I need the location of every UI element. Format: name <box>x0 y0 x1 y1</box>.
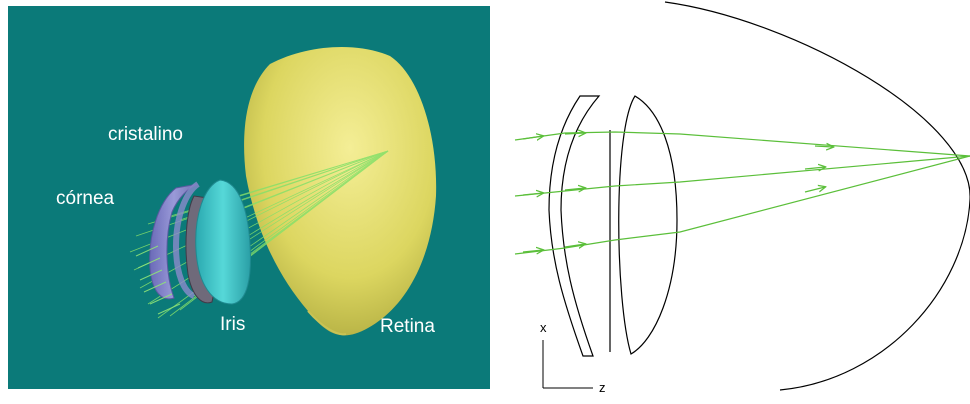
ray-middle <box>514 155 970 197</box>
eye-3d-svg <box>129 46 437 336</box>
lens-shape <box>195 179 251 305</box>
label-retina: Retina <box>380 316 435 337</box>
ray-diagram: x z <box>505 0 970 399</box>
axes <box>542 340 593 389</box>
cornea-outline <box>548 95 601 357</box>
lens-outline <box>618 95 678 355</box>
label-iris: Iris <box>220 314 246 335</box>
rays <box>514 131 970 255</box>
ray-bottom <box>514 155 970 255</box>
axis-label-x: x <box>540 320 547 335</box>
label-cristalino: cristalino <box>108 124 183 145</box>
eye-3d-render: cristalino córnea Iris Retina <box>8 6 490 389</box>
axis-label-z: z <box>599 380 606 395</box>
ray-diagram-svg: x z <box>514 1 970 395</box>
ray-top <box>514 131 970 157</box>
label-cornea: córnea <box>56 188 115 209</box>
retina-shape <box>244 46 437 336</box>
